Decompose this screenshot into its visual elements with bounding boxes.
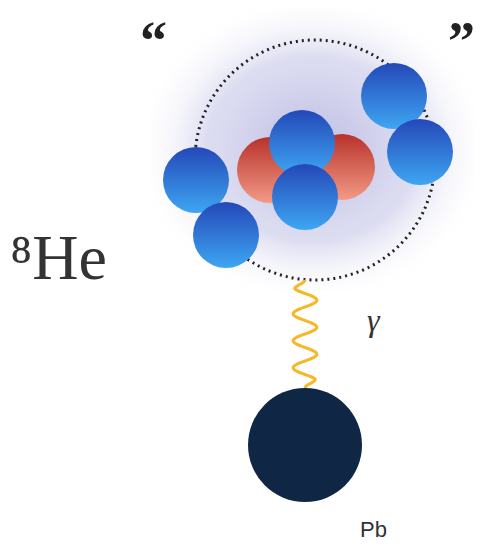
lead-target-circle: Pb bbox=[248, 388, 362, 502]
nucleus-label: ⁸He bbox=[10, 226, 107, 290]
quote-mark: “ bbox=[140, 14, 167, 68]
neutron bbox=[361, 63, 427, 129]
halo-glow bbox=[150, 8, 475, 290]
nucleus-node: ⁸He bbox=[185, 40, 445, 280]
neutron bbox=[387, 119, 453, 185]
neutron bbox=[272, 164, 338, 230]
quote-mark: ” bbox=[448, 14, 475, 68]
target-label: Pb bbox=[360, 519, 387, 541]
neutron bbox=[193, 202, 259, 268]
photon-label: γ bbox=[367, 304, 380, 336]
photon-wave bbox=[293, 280, 317, 388]
